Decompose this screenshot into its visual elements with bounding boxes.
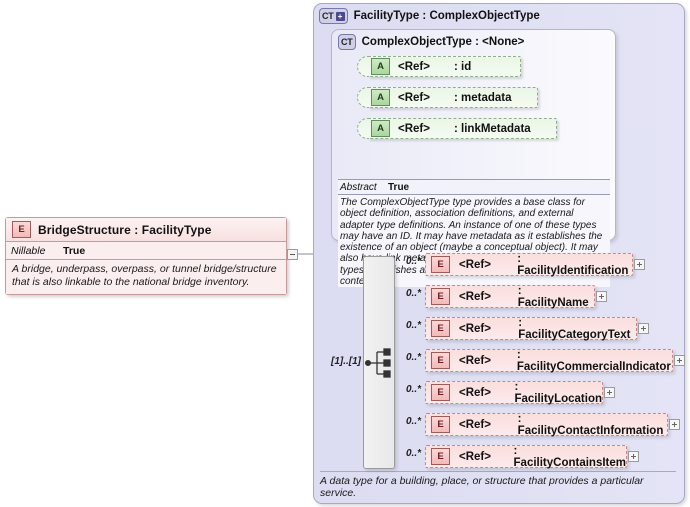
attribute-ref: <Ref> [398, 122, 430, 135]
element-row-facility-category-text[interactable]: E <Ref> : FacilityCategoryText [425, 316, 637, 341]
abstract-row: Abstract True [338, 179, 610, 195]
element-name: : FacilityLocation [514, 380, 602, 405]
nillable-row: Nillable True [6, 242, 286, 260]
bridge-structure-title: BridgeStructure : FacilityType [38, 222, 212, 237]
sequence-compositor[interactable] [363, 256, 395, 469]
element-row-facility-commercial-indicator[interactable]: E <Ref> : FacilityCommercialIndicator [425, 348, 673, 373]
element-cardinality: 0..* [406, 288, 422, 299]
sequence-cardinality: [1]..[1] [331, 356, 361, 367]
complex-object-type-header[interactable]: CT ComplexObjectType : <None> [338, 34, 524, 50]
element-row-facility-contains-item[interactable]: E <Ref> : FacilityContainsItem [425, 444, 627, 469]
attribute-row[interactable]: A <Ref> : id [357, 56, 521, 77]
attribute-icon: A [371, 120, 390, 137]
bridge-structure-element[interactable]: E BridgeStructure : FacilityType Nillabl… [5, 217, 287, 295]
complextype-icon-label: CT [322, 11, 334, 21]
element-cardinality: 0..* [406, 384, 422, 395]
plus-box-icon[interactable] [634, 259, 645, 270]
attribute-icon: A [371, 89, 390, 106]
sequence-compositor-icon [364, 348, 391, 378]
element-icon: E [431, 448, 450, 465]
element-name: : FacilityIdentification [517, 252, 629, 277]
element-name: : FacilityCategoryText [518, 316, 631, 341]
facility-type-header[interactable]: CT + FacilityType : ComplexObjectType [319, 8, 540, 24]
element-cardinality: 0..* [406, 352, 422, 363]
bridge-structure-header: E BridgeStructure : FacilityType [6, 218, 286, 242]
minus-box-icon[interactable] [287, 249, 298, 260]
element-icon: E [431, 256, 450, 273]
element-ref: <Ref> [459, 258, 491, 271]
element-cardinality: 0..* [406, 256, 422, 267]
attribute-row[interactable]: A <Ref> : linkMetadata [357, 118, 557, 139]
abstract-label: Abstract [340, 181, 377, 193]
attribute-row[interactable]: A <Ref> : metadata [357, 87, 538, 108]
element-icon: E [431, 384, 450, 401]
plus-icon[interactable]: + [335, 11, 345, 21]
complextype-icon-label: CT [341, 37, 353, 47]
attribute-icon: A [371, 58, 390, 75]
plus-box-icon[interactable] [628, 451, 639, 462]
element-ref: <Ref> [459, 322, 491, 335]
attribute-ref: <Ref> [398, 60, 430, 73]
element-icon: E [431, 288, 450, 305]
element-ref: <Ref> [459, 450, 491, 463]
plus-box-icon[interactable] [604, 387, 615, 398]
attribute-name: : id [454, 60, 472, 73]
complextype-expand-icon[interactable]: CT + [319, 8, 348, 24]
facility-type-description: A data type for a building, place, or st… [320, 471, 676, 499]
attribute-ref: <Ref> [398, 91, 430, 104]
element-row-facility-identification[interactable]: E <Ref> : FacilityIdentification [425, 252, 633, 277]
element-icon: E [431, 320, 450, 337]
abstract-value: True [388, 181, 410, 193]
nillable-value: True [63, 244, 86, 257]
complex-object-type-container: CT ComplexObjectType : <None> A <Ref> : … [331, 29, 616, 288]
element-ref: <Ref> [459, 386, 491, 399]
element-row-facility-name[interactable]: E <Ref> : FacilityName [425, 284, 595, 309]
element-icon: E [12, 221, 31, 238]
element-cardinality: 0..* [406, 416, 422, 427]
attribute-name: : linkMetadata [454, 122, 531, 135]
element-name: : FacilityContactInformation [517, 412, 664, 437]
complex-object-type-title: ComplexObjectType : <None> [361, 36, 525, 48]
plus-box-icon[interactable] [638, 323, 649, 334]
element-ref: <Ref> [459, 354, 491, 367]
plus-box-icon[interactable] [669, 419, 680, 430]
element-row-facility-location[interactable]: E <Ref> : FacilityLocation [425, 380, 603, 405]
element-ref: <Ref> [459, 418, 491, 431]
element-icon: E [431, 416, 450, 433]
element-icon: E [431, 352, 450, 369]
complextype-icon: CT [338, 34, 356, 50]
element-row-facility-contact-information[interactable]: E <Ref> : FacilityContactInformation [425, 412, 668, 437]
facility-type-title: FacilityType : ComplexObjectType [353, 10, 540, 22]
plus-box-icon[interactable] [674, 355, 685, 366]
element-cardinality: 0..* [406, 320, 422, 331]
element-name: : FacilityContainsItem [513, 444, 626, 469]
bridge-structure-description: A bridge, underpass, overpass, or tunnel… [6, 260, 286, 294]
plus-box-icon[interactable] [596, 291, 607, 302]
element-name: : FacilityName [517, 284, 589, 309]
nillable-label: Nillable [11, 244, 46, 257]
attribute-name: : metadata [454, 91, 512, 104]
element-cardinality: 0..* [406, 448, 422, 459]
element-ref: <Ref> [459, 290, 491, 303]
element-name: : FacilityCommercialIndicator [516, 348, 671, 373]
